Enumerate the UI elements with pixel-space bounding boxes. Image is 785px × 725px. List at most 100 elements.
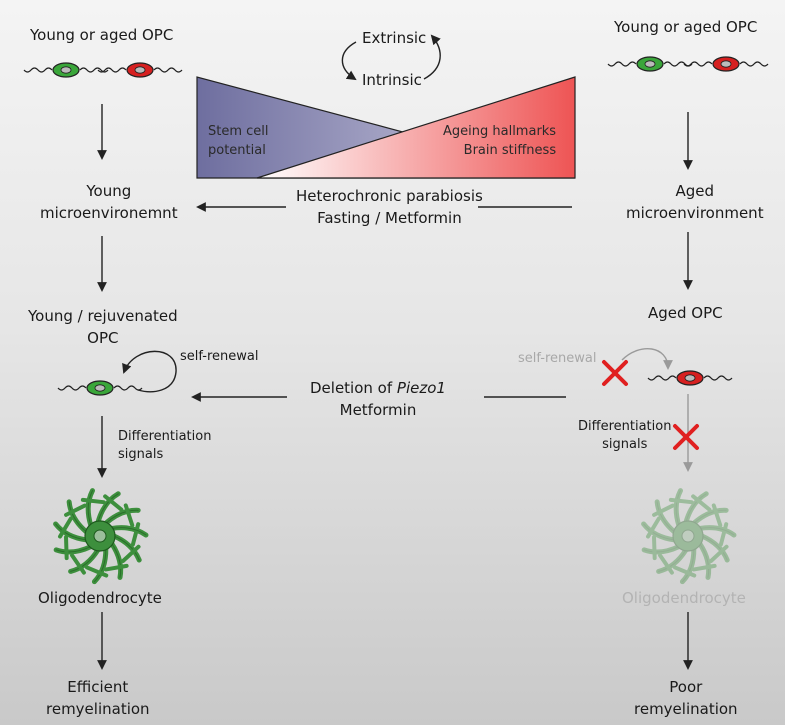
oligo-branch: [121, 544, 141, 563]
oligo-branch: [692, 563, 717, 572]
differentiation-block-icon: [673, 424, 699, 450]
left-opc-label: Young / rejuvenated OPC: [28, 305, 178, 349]
oligo-nucleus: [681, 529, 695, 543]
oligo-process-outline: [643, 546, 680, 553]
oligo-branch: [709, 544, 729, 563]
oligo-branch: [70, 553, 86, 575]
oligo-process-outline: [87, 490, 93, 526]
left-flow-arrows: [97, 104, 177, 670]
oligo-branch: [711, 503, 723, 528]
cell-process: [647, 375, 677, 381]
oligo-process: [641, 544, 682, 555]
ageing-line1: Ageing hallmarks: [443, 124, 557, 139]
oligo-soma: [672, 520, 704, 552]
oligo-process-outline: [675, 490, 681, 526]
left-microenv-line1: Young: [86, 182, 132, 200]
rejuvenated-opc-cell: [57, 380, 143, 396]
oligo-process-outline: [93, 548, 107, 583]
left-microenv-line2: microenvironemnt: [40, 204, 178, 222]
cell-process: [57, 385, 87, 391]
oligo-process-outline: [701, 535, 728, 561]
cell-process: [739, 61, 769, 67]
oligo-process: [697, 541, 712, 580]
oligo-branch: [652, 503, 675, 517]
oligo-process-outline: [685, 493, 707, 523]
oligo-process-outline: [699, 527, 735, 536]
self-renewal-block-icon: [602, 360, 628, 386]
oligo-branch: [718, 522, 729, 547]
intervention1-line2: Fasting / Metformin: [317, 209, 462, 227]
oligo-process: [679, 546, 697, 585]
oligo-branch: [646, 516, 661, 539]
oligo-process-outline: [643, 523, 676, 541]
oligo-process-outline: [658, 549, 687, 572]
right-outcome-label: Poor remyelination: [634, 676, 738, 720]
stem-cell-potential-label: Stem cell potential: [208, 122, 269, 160]
oligo-process: [697, 525, 737, 538]
intervention-arrows: [191, 202, 572, 402]
young-opc-cell-right: [607, 56, 693, 72]
cell-process: [23, 67, 53, 73]
oligo-process: [673, 488, 683, 528]
intervention2-prefix: Deletion of: [310, 379, 397, 397]
oligo-branch: [123, 503, 135, 528]
right-diff-signals-label: Differentiation signals: [578, 418, 671, 454]
block-crosses: [602, 360, 699, 450]
oligo-process-outline: [113, 535, 140, 561]
oligo-process-outline: [55, 546, 92, 553]
oligo-process-outline: [55, 523, 88, 541]
cell-nucleus: [720, 60, 732, 68]
oligodendrocyte-left: [53, 488, 149, 585]
oligo-process: [683, 491, 709, 525]
oligo-process: [641, 521, 678, 543]
oligo-process-outline: [693, 509, 727, 524]
oligo-process: [691, 507, 729, 526]
cell-process: [97, 67, 127, 73]
oligo-process-outline: [656, 501, 676, 533]
oligo-branch: [64, 535, 69, 561]
left-outcome-line2: remyelination: [46, 700, 150, 718]
cell-process: [703, 375, 733, 381]
right-microenv-line1: Aged: [675, 182, 715, 200]
oligo-branch: [130, 522, 141, 547]
left-outcome-label: Efficient remyelination: [46, 676, 150, 720]
right-blocked-arrows: [621, 347, 693, 472]
right-microenv-line2: microenvironment: [626, 204, 764, 222]
aged-opc-cell-right: [683, 56, 769, 72]
oligo-process-outline: [111, 527, 147, 536]
oligo-branch: [658, 553, 674, 575]
cell-nucleus: [60, 66, 72, 74]
oligo-process-outline: [70, 549, 99, 572]
left-self-renewal-label: self-renewal: [180, 349, 259, 364]
intervention2-label: Deletion of Piezo1 Metformin: [310, 377, 446, 421]
oligo-branch: [104, 563, 129, 572]
stem-line2: potential: [208, 143, 266, 158]
right-diff-line2: signals: [602, 437, 648, 452]
oligo-process: [699, 533, 730, 563]
oligo-nucleus: [93, 529, 107, 543]
ageing-hallmarks-label: Ageing hallmarks Brain stiffness: [443, 122, 556, 160]
oligodendrocyte-right: [641, 488, 737, 585]
intervention2-line2: Metformin: [339, 401, 417, 419]
oligo-branch: [652, 535, 657, 561]
oligo-process: [654, 499, 678, 535]
intervention2-gene: Piezo1: [396, 379, 446, 397]
right-microenv-label: Aged microenvironment: [626, 180, 764, 224]
right-opc-label: Aged OPC: [648, 304, 723, 322]
age-triangles: [196, 76, 576, 179]
left-oligodendrocyte-label: Oligodendrocyte: [38, 589, 162, 607]
oligo-branch: [64, 503, 87, 517]
cell-nucleus: [94, 384, 106, 392]
ageing-hallmarks-triangle: [256, 76, 576, 179]
left-diff-line2: signals: [118, 447, 164, 462]
cell-process: [683, 61, 713, 67]
cycle-arrow-left: [341, 41, 357, 81]
left-diff-line1: Differentiation: [118, 429, 212, 444]
right-outcome-line2: remyelination: [634, 700, 738, 718]
cycle-arrow-right: [423, 34, 441, 80]
right-self-renewal-label: self-renewal: [518, 351, 597, 366]
aged-opc-cell: [647, 370, 733, 386]
opc-cells: [23, 56, 769, 396]
young-opc-cell-left: [23, 62, 109, 78]
